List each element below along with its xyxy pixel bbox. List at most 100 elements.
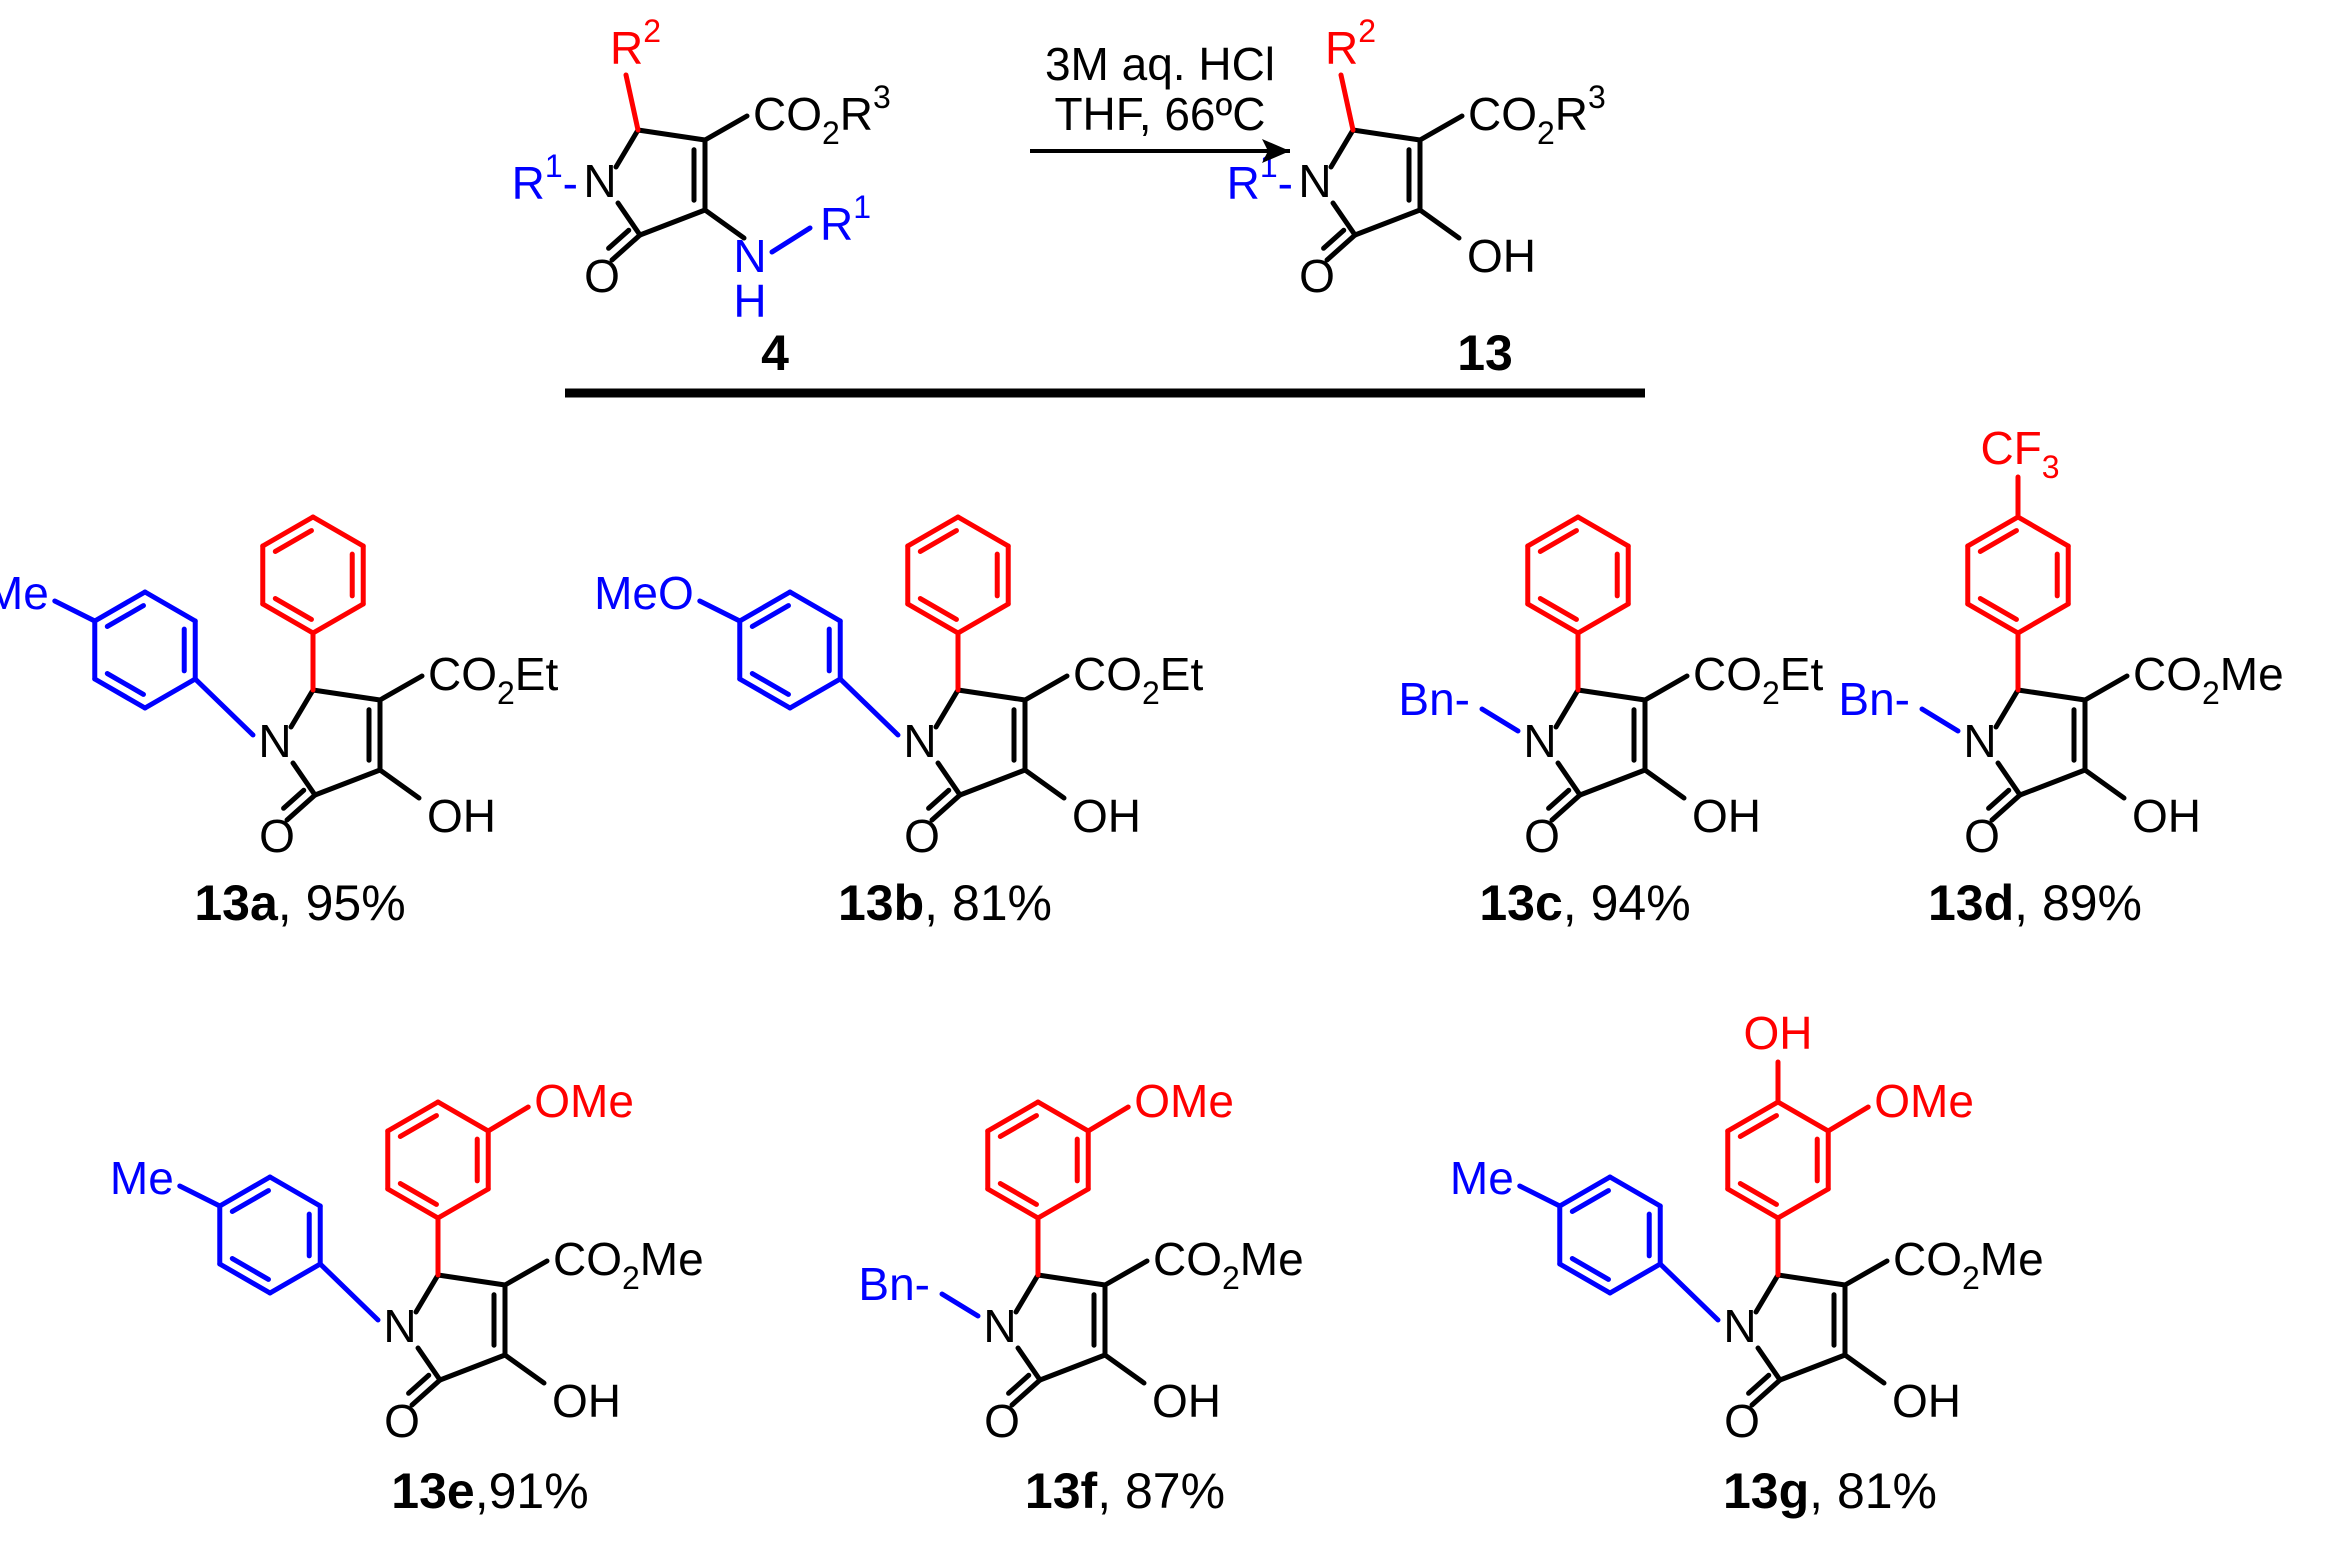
ester-label-part: Me bbox=[1240, 1233, 1304, 1285]
n-aryl-ring-double-bond bbox=[217, 1261, 273, 1296]
ester-label: CO2Et bbox=[1693, 648, 1823, 711]
ester-label-part: 2 bbox=[1142, 675, 1160, 711]
double-bond-line bbox=[1537, 528, 1579, 554]
ring-bond bbox=[1015, 1345, 1043, 1383]
ring-n-label: N bbox=[1523, 715, 1556, 767]
n-aryl-ring-bond bbox=[267, 1174, 323, 1209]
carbonyl-o-label: O bbox=[984, 1395, 1020, 1447]
ring-bond bbox=[935, 760, 963, 798]
ring-bond bbox=[615, 200, 643, 238]
ring-bond bbox=[1330, 200, 1358, 238]
para-substituent-label: MeO bbox=[594, 567, 694, 619]
carbonyl-o-label: O bbox=[904, 810, 940, 862]
n-aryl-ring-bond bbox=[1607, 1261, 1663, 1296]
hydroxyl-label: OH bbox=[1152, 1375, 1221, 1427]
compound-yield: 81% bbox=[952, 875, 1052, 931]
c5-aryl-ring-double-bond bbox=[1725, 1186, 1781, 1221]
c5-aryl-ring-bond bbox=[435, 1186, 491, 1221]
ring-bond bbox=[1995, 760, 2023, 798]
ring-bond bbox=[2015, 687, 2088, 703]
caption-13d: 13d, 89% bbox=[1928, 875, 2142, 931]
ester-label-part: CO bbox=[428, 648, 497, 700]
double-bond-line bbox=[229, 1188, 271, 1214]
double-bond-line bbox=[1546, 787, 1572, 811]
hydroxyl-label-part: OH bbox=[1692, 790, 1761, 842]
ester-label-part: 2 bbox=[497, 675, 515, 711]
ester-label-part: R bbox=[1555, 88, 1588, 140]
ring-n-label: N bbox=[583, 155, 616, 207]
ring-n-label-part: N bbox=[903, 715, 936, 767]
double-bond-line bbox=[104, 671, 146, 697]
para-substituent-bond bbox=[177, 1183, 223, 1209]
ome-bond bbox=[1825, 1104, 1871, 1134]
double-bond-line bbox=[272, 596, 314, 622]
ome-bond bbox=[485, 1104, 531, 1134]
amine-r-label-part: R bbox=[820, 198, 853, 250]
ome-label: OMe bbox=[1134, 1075, 1234, 1127]
ring-n-label: N bbox=[1963, 715, 1996, 767]
compound-id: 13b bbox=[838, 875, 924, 931]
ester-bond bbox=[1022, 673, 1070, 703]
caption-13g: 13g, 81% bbox=[1723, 1463, 1937, 1519]
c3-substituent-bond bbox=[1102, 1352, 1147, 1386]
amine-r-label: R1 bbox=[820, 189, 871, 250]
hydroxyl-label-part: OH bbox=[552, 1375, 621, 1427]
ring-bond bbox=[1753, 1272, 1781, 1315]
hydroxyl-label: OH bbox=[1072, 790, 1141, 842]
compound-yield: 94% bbox=[1591, 875, 1691, 931]
para-substituent-bond bbox=[52, 598, 98, 624]
product-id-label: 13 bbox=[1457, 325, 1513, 381]
compound-yield: 87% bbox=[1125, 1463, 1225, 1519]
compound-yield: 95% bbox=[306, 875, 406, 931]
double-bond-line bbox=[606, 227, 632, 251]
carbonyl-o-label-part: O bbox=[1524, 810, 1560, 862]
c5-aryl-ring-bond bbox=[955, 601, 1011, 636]
ester-label-part: Me bbox=[1980, 1233, 2044, 1285]
n1-r-label-part: 1 bbox=[545, 148, 563, 184]
double-bond-line bbox=[1569, 1188, 1611, 1214]
cf3-label-part: CF bbox=[1980, 422, 2041, 474]
ring-bond bbox=[435, 1272, 508, 1288]
ester-bond bbox=[1417, 113, 1465, 143]
hydroxyl-label-part: OH bbox=[1467, 230, 1536, 282]
carbonyl-double-bond bbox=[1009, 1377, 1043, 1408]
caption-separator: , bbox=[278, 875, 306, 931]
n-aryl-ring-double-bond bbox=[737, 589, 793, 624]
c3-substituent-bond bbox=[702, 207, 747, 241]
double-bond-line bbox=[997, 1113, 1039, 1139]
n-aryl-ring-double-bond bbox=[92, 589, 148, 624]
double-bond-line bbox=[104, 603, 146, 629]
c5-aryl-ring-bond bbox=[310, 514, 366, 549]
compound-yield: 91% bbox=[489, 1463, 589, 1519]
n-aryl-ring-double-bond bbox=[737, 676, 793, 711]
n-aryl-ring-double-bond bbox=[1557, 1261, 1613, 1296]
n-aryl-ring-double-bond bbox=[217, 1174, 273, 1209]
ring-n-label-part: N bbox=[1298, 155, 1331, 207]
ester-bond bbox=[702, 113, 750, 143]
caption-13f: 13f, 87% bbox=[1025, 1463, 1225, 1519]
benzyl-bond bbox=[1479, 706, 1521, 734]
ester-label: CO2Me bbox=[553, 1233, 704, 1296]
carbonyl-o-label: O bbox=[584, 250, 620, 302]
para-substituent-label: Me bbox=[0, 567, 49, 619]
c5-aryl-ring-bond bbox=[1035, 1099, 1091, 1134]
ester-bond bbox=[1842, 1258, 1890, 1288]
ester-label-part: Me bbox=[640, 1233, 704, 1285]
amine-r-label-part: 1 bbox=[853, 189, 871, 225]
benzyl-label-part: - bbox=[1455, 673, 1470, 725]
carbonyl-o-label: O bbox=[1724, 1395, 1760, 1447]
carbonyl-o-label-part: O bbox=[984, 1395, 1020, 1447]
benzyl-label: Bn- bbox=[1398, 673, 1470, 725]
ring-bond bbox=[1035, 1272, 1108, 1288]
carbonyl-o-label: O bbox=[259, 810, 295, 862]
carbonyl-o-label-part: O bbox=[1724, 1395, 1760, 1447]
n-aryl-ring-bond bbox=[142, 676, 198, 711]
ring-bond bbox=[1037, 1352, 1108, 1383]
compound-yield: 89% bbox=[2042, 875, 2142, 931]
